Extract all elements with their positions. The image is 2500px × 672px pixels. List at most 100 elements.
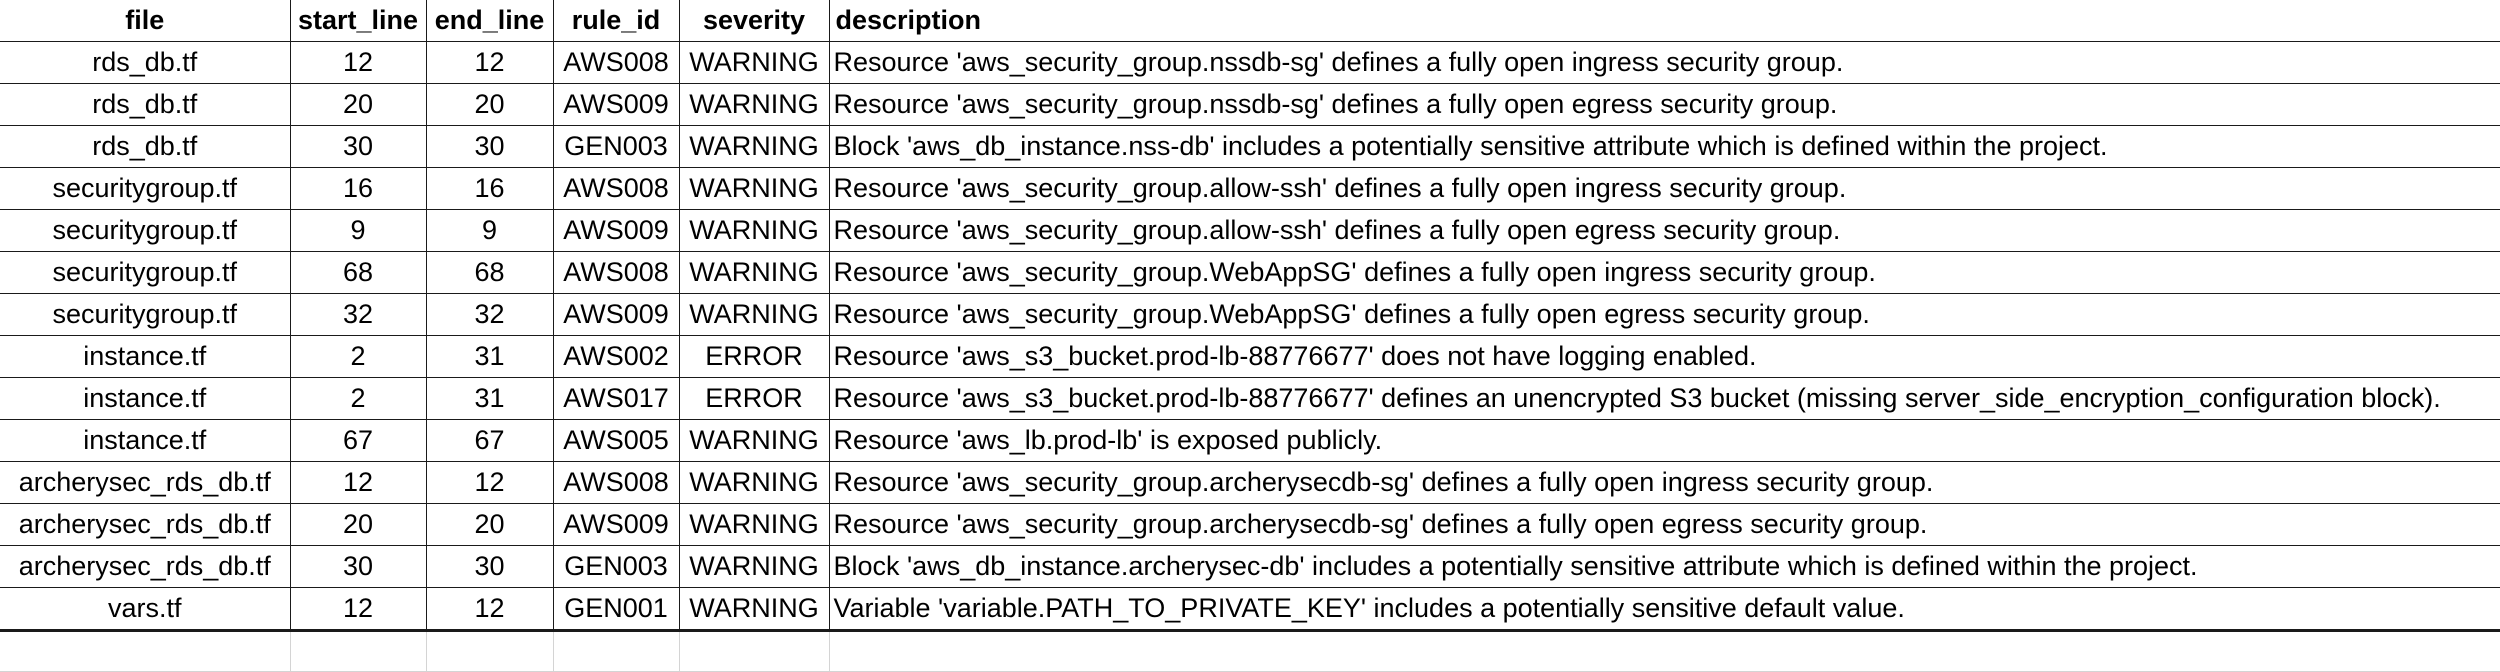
cell-description[interactable]: Resource 'aws_lb.prod-lb' is exposed pub… (828, 419, 2500, 462)
cell-file[interactable]: securitygroup.tf (0, 167, 290, 210)
cell-file[interactable]: instance.tf (0, 419, 290, 462)
cell-file[interactable]: securitygroup.tf (0, 293, 290, 336)
cell-description[interactable]: Block 'aws_db_instance.nss-db' includes … (828, 125, 2500, 168)
cell-description[interactable]: Block 'aws_db_instance.archerysec-db' in… (828, 545, 2500, 588)
header-severity[interactable]: severity (678, 0, 829, 42)
cell-start-line[interactable]: 9 (289, 209, 426, 252)
cell-file[interactable]: securitygroup.tf (0, 251, 290, 294)
cell-end-line[interactable]: 67 (425, 419, 553, 462)
empty-cell[interactable] (0, 630, 290, 672)
cell-file[interactable]: archerysec_rds_db.tf (0, 503, 290, 546)
cell-rule-id[interactable]: AWS008 (552, 251, 679, 294)
cell-start-line[interactable]: 20 (289, 83, 426, 126)
cell-severity[interactable]: ERROR (678, 377, 829, 420)
cell-file[interactable]: securitygroup.tf (0, 209, 290, 252)
cell-start-line[interactable]: 20 (289, 503, 426, 546)
cell-end-line[interactable]: 30 (425, 545, 553, 588)
header-file[interactable]: file (0, 0, 290, 42)
cell-description[interactable]: Resource 'aws_security_group.WebAppSG' d… (828, 293, 2500, 336)
cell-severity[interactable]: WARNING (678, 587, 829, 632)
cell-rule-id[interactable]: GEN003 (552, 125, 679, 168)
cell-start-line[interactable]: 12 (289, 41, 426, 84)
cell-start-line[interactable]: 68 (289, 251, 426, 294)
header-end-line[interactable]: end_line (425, 0, 553, 42)
cell-end-line[interactable]: 12 (425, 587, 553, 632)
cell-rule-id[interactable]: AWS009 (552, 503, 679, 546)
cell-start-line[interactable]: 30 (289, 125, 426, 168)
cell-file[interactable]: rds_db.tf (0, 83, 290, 126)
cell-end-line[interactable]: 20 (425, 83, 553, 126)
cell-rule-id[interactable]: AWS005 (552, 419, 679, 462)
cell-file[interactable]: instance.tf (0, 377, 290, 420)
header-description[interactable]: description (828, 0, 2500, 42)
empty-cell[interactable] (425, 630, 553, 672)
cell-description[interactable]: Resource 'aws_security_group.allow-ssh' … (828, 167, 2500, 210)
empty-cell[interactable] (552, 630, 679, 672)
cell-rule-id[interactable]: AWS008 (552, 41, 679, 84)
cell-severity[interactable]: WARNING (678, 419, 829, 462)
cell-description[interactable]: Resource 'aws_security_group.nssdb-sg' d… (828, 41, 2500, 84)
cell-end-line[interactable]: 32 (425, 293, 553, 336)
cell-file[interactable]: vars.tf (0, 587, 290, 632)
cell-end-line[interactable]: 16 (425, 167, 553, 210)
cell-severity[interactable]: WARNING (678, 167, 829, 210)
cell-description[interactable]: Resource 'aws_s3_bucket.prod-lb-88776677… (828, 335, 2500, 378)
cell-severity[interactable]: ERROR (678, 335, 829, 378)
cell-start-line[interactable]: 12 (289, 461, 426, 504)
cell-severity[interactable]: WARNING (678, 461, 829, 504)
cell-start-line[interactable]: 2 (289, 377, 426, 420)
cell-end-line[interactable]: 68 (425, 251, 553, 294)
cell-file[interactable]: archerysec_rds_db.tf (0, 461, 290, 504)
header-start-line[interactable]: start_line (289, 0, 426, 42)
empty-cell[interactable] (678, 630, 829, 672)
cell-severity[interactable]: WARNING (678, 251, 829, 294)
cell-start-line[interactable]: 12 (289, 587, 426, 632)
cell-rule-id[interactable]: GEN001 (552, 587, 679, 632)
cell-severity[interactable]: WARNING (678, 293, 829, 336)
cell-start-line[interactable]: 67 (289, 419, 426, 462)
cell-rule-id[interactable]: AWS008 (552, 167, 679, 210)
cell-start-line[interactable]: 32 (289, 293, 426, 336)
cell-severity[interactable]: WARNING (678, 41, 829, 84)
cell-rule-id[interactable]: AWS008 (552, 461, 679, 504)
cell-end-line[interactable]: 30 (425, 125, 553, 168)
cell-description[interactable]: Resource 'aws_security_group.allow-ssh' … (828, 209, 2500, 252)
cell-rule-id[interactable]: AWS009 (552, 293, 679, 336)
cell-description[interactable]: Resource 'aws_security_group.archerysecd… (828, 503, 2500, 546)
cell-file[interactable]: rds_db.tf (0, 41, 290, 84)
cell-rule-id[interactable]: AWS017 (552, 377, 679, 420)
cell-file[interactable]: archerysec_rds_db.tf (0, 545, 290, 588)
cell-end-line[interactable]: 31 (425, 377, 553, 420)
cell-description[interactable]: Resource 'aws_security_group.nssdb-sg' d… (828, 83, 2500, 126)
cell-severity[interactable]: WARNING (678, 545, 829, 588)
cell-start-line[interactable]: 30 (289, 545, 426, 588)
cell-rule-id[interactable]: AWS002 (552, 335, 679, 378)
cell-file[interactable]: rds_db.tf (0, 125, 290, 168)
cell-severity[interactable]: WARNING (678, 83, 829, 126)
cell-end-line[interactable]: 31 (425, 335, 553, 378)
cell-description[interactable]: Variable 'variable.PATH_TO_PRIVATE_KEY' … (828, 587, 2500, 632)
cell-description[interactable]: Resource 'aws_s3_bucket.prod-lb-88776677… (828, 377, 2500, 420)
empty-cell[interactable] (828, 630, 2500, 672)
cell-description[interactable]: Resource 'aws_security_group.archerysecd… (828, 461, 2500, 504)
cell-end-line[interactable]: 12 (425, 461, 553, 504)
cell-start-line[interactable]: 16 (289, 167, 426, 210)
cell-end-line[interactable]: 20 (425, 503, 553, 546)
cell-rule-id[interactable]: AWS009 (552, 209, 679, 252)
empty-cell[interactable] (289, 630, 426, 672)
cell-file[interactable]: instance.tf (0, 335, 290, 378)
cell-severity[interactable]: WARNING (678, 125, 829, 168)
cell-severity[interactable]: WARNING (678, 503, 829, 546)
header-rule-id[interactable]: rule_id (552, 0, 679, 42)
cell-severity[interactable]: WARNING (678, 209, 829, 252)
cell-start-line[interactable]: 2 (289, 335, 426, 378)
cell-rule-id[interactable]: AWS009 (552, 83, 679, 126)
cell-description[interactable]: Resource 'aws_security_group.WebAppSG' d… (828, 251, 2500, 294)
cell-rule-id[interactable]: GEN003 (552, 545, 679, 588)
cell-end-line[interactable]: 12 (425, 41, 553, 84)
cell-end-line[interactable]: 9 (425, 209, 553, 252)
